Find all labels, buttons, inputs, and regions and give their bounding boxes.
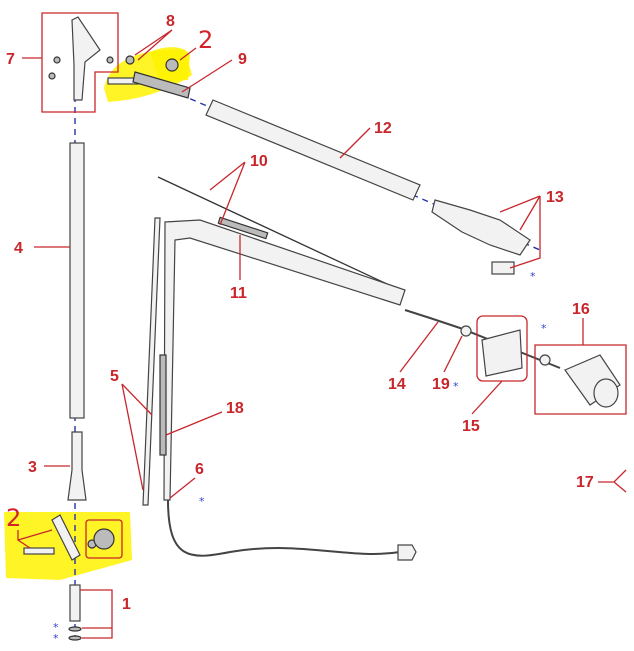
part-16-washer bbox=[539, 354, 551, 366]
part-1-pin bbox=[69, 584, 81, 622]
star-marker: * bbox=[53, 632, 59, 645]
label-5: 5 bbox=[110, 368, 119, 385]
label-17: 17 bbox=[576, 474, 594, 491]
star-marker: * bbox=[530, 270, 536, 283]
leader-9 bbox=[181, 59, 233, 93]
leader-2-top bbox=[179, 47, 197, 61]
label-12: 12 bbox=[374, 120, 392, 137]
leader-12 bbox=[339, 127, 371, 159]
star-marker: * bbox=[541, 322, 547, 335]
part-8-nut bbox=[125, 55, 135, 65]
label-10: 10 bbox=[250, 153, 268, 170]
label-3: 3 bbox=[28, 459, 37, 476]
part-16-socket-opening bbox=[593, 378, 619, 408]
leader-10 bbox=[209, 161, 246, 226]
part-1-washer bbox=[68, 635, 82, 641]
star-marker: * bbox=[53, 621, 59, 634]
label-19: 19 bbox=[432, 376, 450, 393]
leader-5 bbox=[121, 383, 153, 491]
label-4: 4 bbox=[14, 240, 23, 257]
part-7-nut bbox=[106, 56, 114, 64]
part-4-tube bbox=[69, 142, 85, 419]
plug bbox=[397, 544, 417, 561]
leader-15 bbox=[471, 380, 503, 415]
part-7-nut bbox=[53, 56, 61, 64]
part-2-bottom-bolt bbox=[23, 547, 55, 555]
star-marker: * bbox=[199, 495, 205, 508]
label-2-top: 2 bbox=[198, 26, 213, 54]
leader-19 bbox=[443, 335, 463, 373]
part-7-box bbox=[41, 12, 119, 113]
part-7-nut bbox=[48, 72, 56, 80]
label-8: 8 bbox=[166, 13, 175, 30]
part-13-plate bbox=[491, 261, 515, 275]
label-15: 15 bbox=[462, 418, 480, 435]
part-12-tube bbox=[205, 99, 421, 201]
part-2-top-washer bbox=[165, 58, 179, 72]
label-2-bottom: 2 bbox=[6, 504, 21, 532]
part-11-lower-arm bbox=[163, 219, 406, 501]
leader-14 bbox=[399, 321, 439, 373]
leader-18 bbox=[165, 411, 223, 436]
part-11-spring bbox=[217, 216, 269, 240]
part-15-cylinder bbox=[481, 329, 523, 377]
leader-1 bbox=[80, 589, 113, 639]
leader-13 bbox=[499, 195, 541, 269]
leader-17 bbox=[598, 469, 627, 493]
label-7: 7 bbox=[6, 51, 15, 68]
part-19-ring bbox=[460, 325, 472, 337]
label-14: 14 bbox=[388, 376, 406, 393]
label-16: 16 bbox=[572, 301, 590, 318]
part-2-bottom-bracket bbox=[51, 514, 81, 561]
part-10-cable bbox=[157, 176, 405, 293]
part-16-box bbox=[534, 344, 627, 415]
part-14-wire bbox=[404, 309, 561, 369]
part-3-joint bbox=[67, 431, 87, 501]
label-1: 1 bbox=[122, 596, 131, 613]
part-7-linkage bbox=[71, 16, 101, 101]
star-marker: * bbox=[453, 380, 459, 393]
part-18-spring bbox=[159, 354, 167, 456]
label-18: 18 bbox=[226, 400, 244, 417]
part-1-washer bbox=[68, 626, 82, 632]
label-13: 13 bbox=[546, 189, 564, 206]
part-9-connector bbox=[132, 71, 191, 99]
leader-8 bbox=[134, 29, 173, 61]
leader-2-bottom bbox=[17, 529, 53, 549]
part-5-rod bbox=[142, 217, 161, 506]
label-11: 11 bbox=[230, 285, 247, 302]
label-9: 9 bbox=[238, 51, 247, 68]
part-13-clamp bbox=[431, 199, 531, 256]
power-cord bbox=[167, 499, 401, 557]
part-2-bottom-washer bbox=[93, 528, 115, 550]
part-2-bottom-box bbox=[85, 519, 123, 559]
leader-6 bbox=[169, 477, 196, 499]
label-6: 6 bbox=[195, 461, 204, 478]
